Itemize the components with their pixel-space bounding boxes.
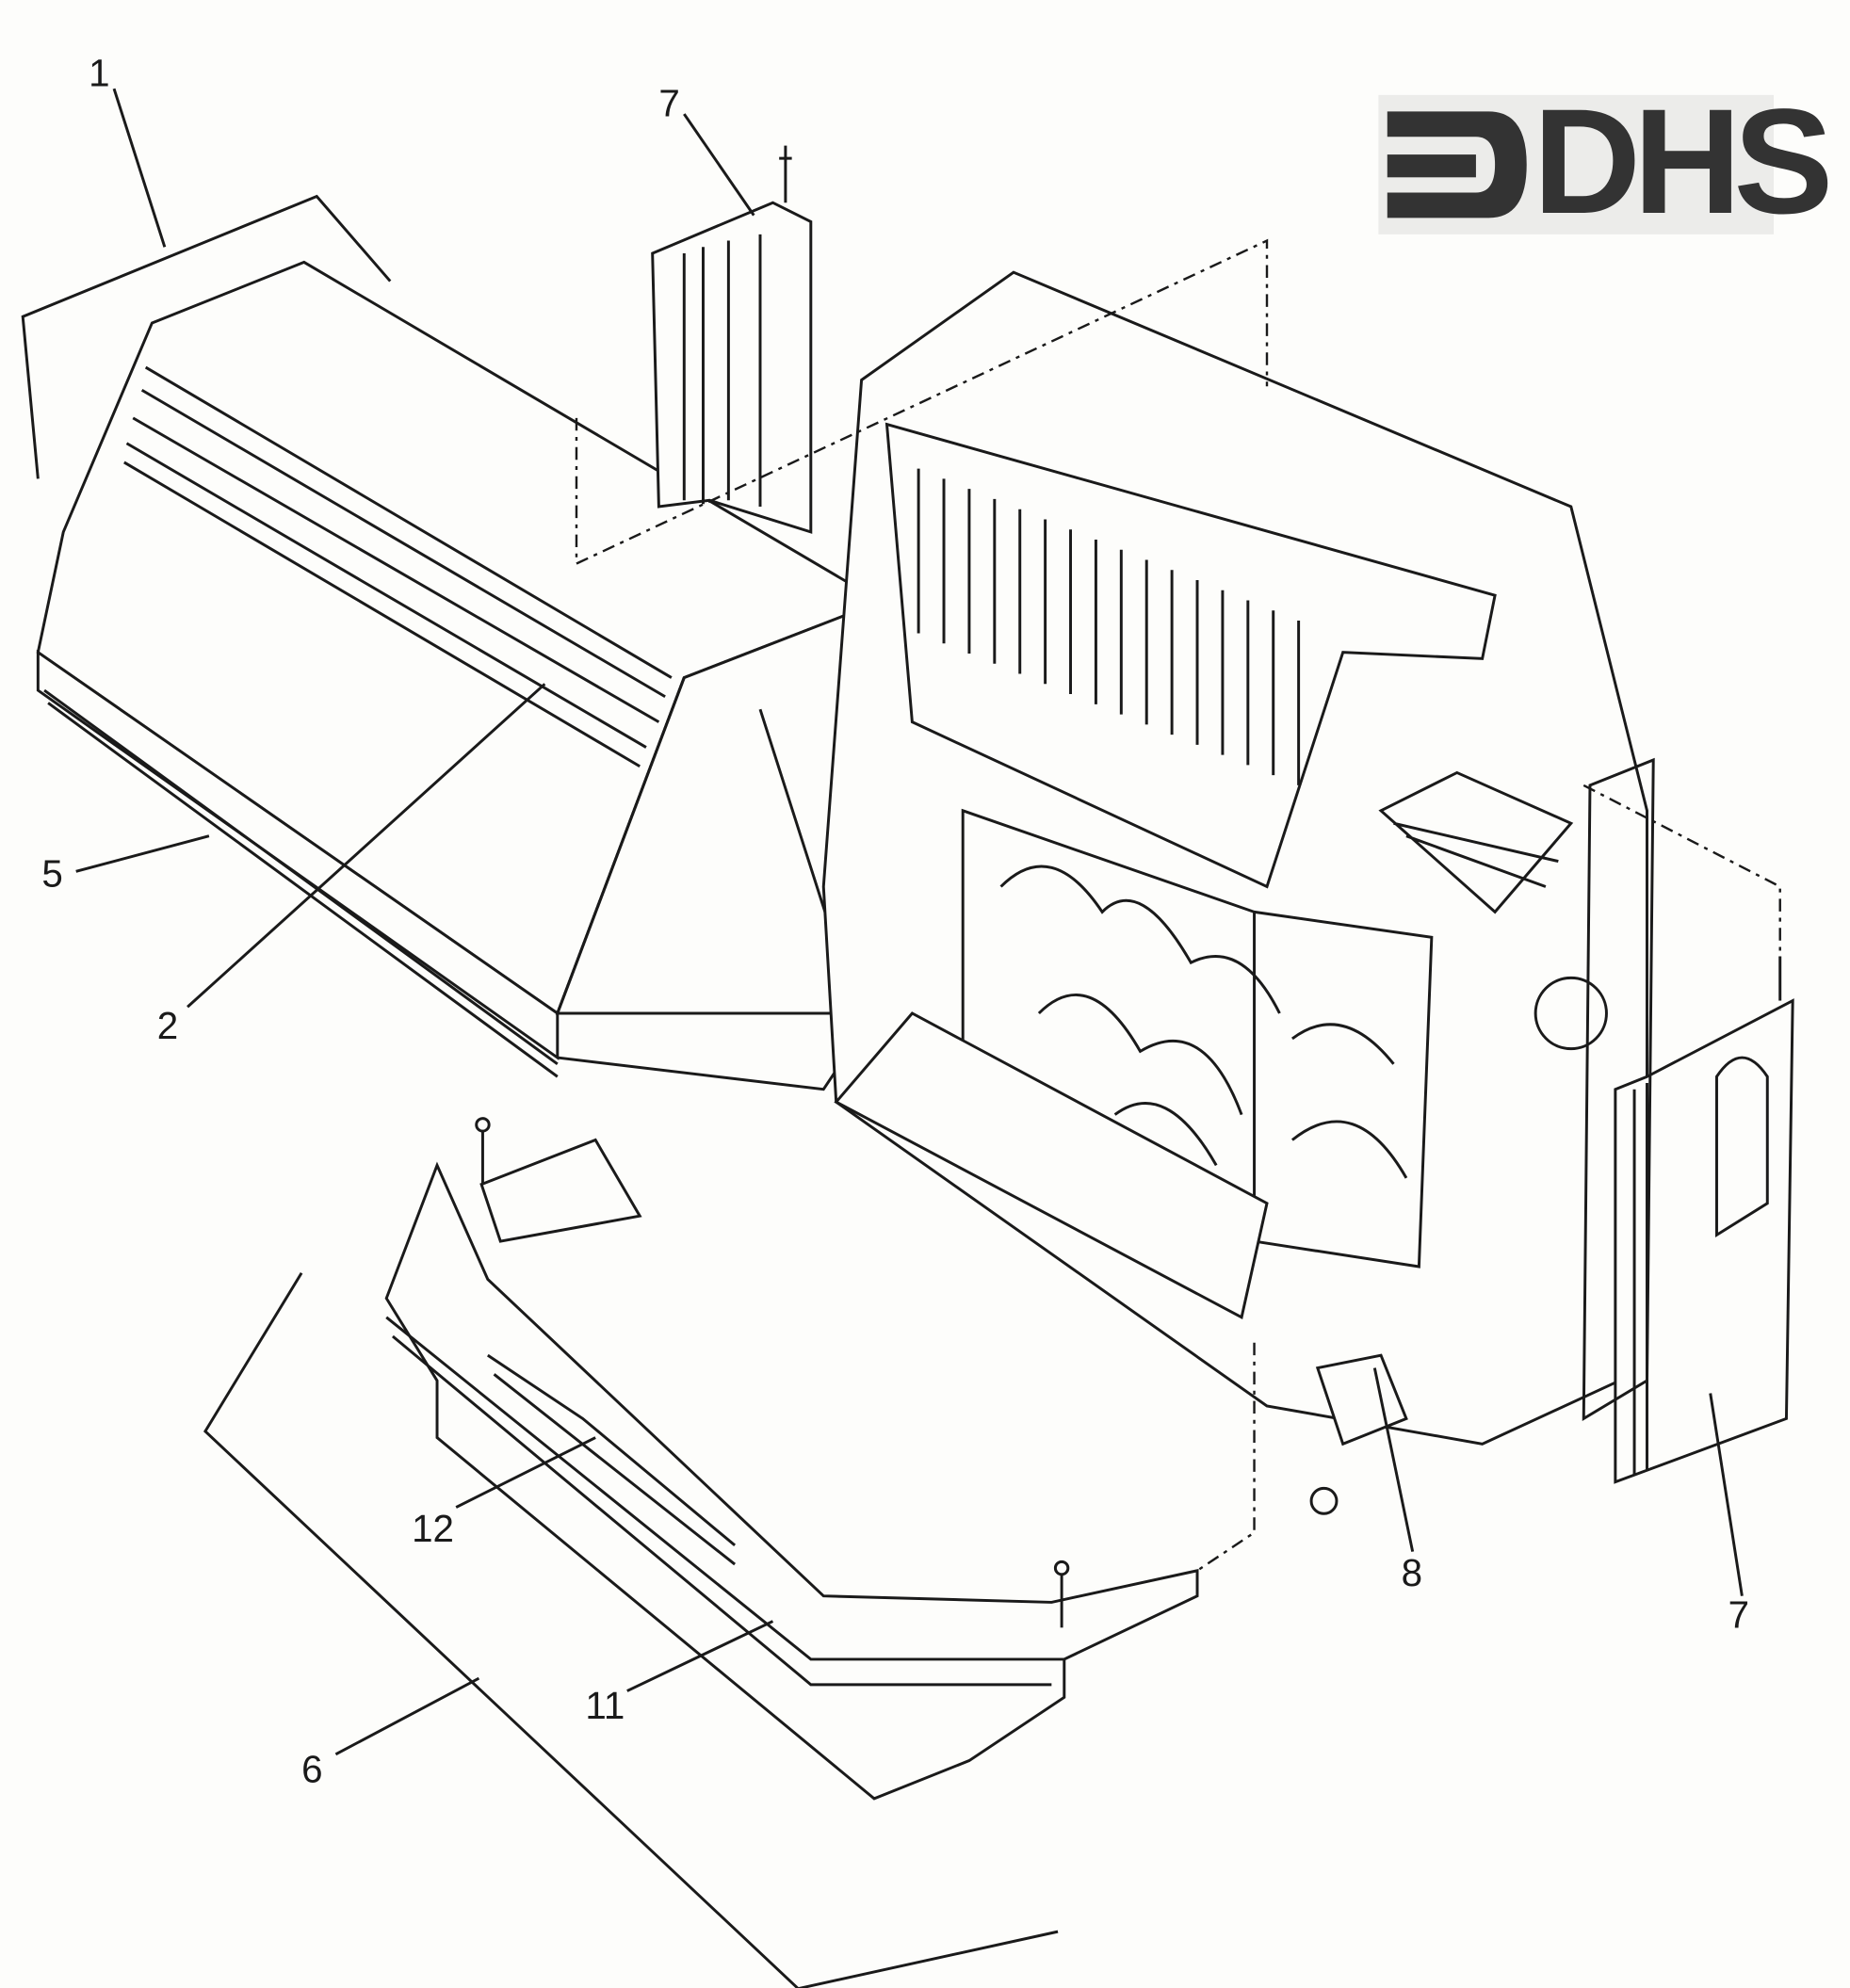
fire-body — [821, 270, 1648, 1515]
leader-7-right — [1709, 1393, 1744, 1596]
heat-exchanger-fins — [917, 468, 1301, 785]
leader-6 — [334, 1676, 480, 1756]
part-label-2: 2 — [157, 1004, 178, 1047]
guide-line-bottom — [1196, 1342, 1256, 1572]
dhs-logo: DHS — [1378, 77, 1836, 245]
leader-5 — [75, 834, 210, 873]
leader-1 — [112, 88, 167, 248]
guide-line-right — [1582, 784, 1781, 957]
part-label-12: 12 — [412, 1507, 454, 1550]
bracket-6 — [203, 1271, 1059, 1988]
leader-11 — [626, 1620, 774, 1692]
part-label-6: 6 — [301, 1747, 322, 1790]
part-label-11: 11 — [585, 1684, 625, 1727]
part-label-1: 1 — [89, 51, 109, 94]
side-panel-left — [651, 145, 813, 534]
part-label-7-top: 7 — [658, 82, 679, 125]
leader-12 — [455, 1436, 596, 1509]
leader-8 — [1372, 1367, 1415, 1552]
bracket-1 — [21, 194, 392, 479]
part-label-7-right: 7 — [1728, 1592, 1749, 1636]
guide-line-top — [575, 238, 1269, 566]
logo-text: DHS — [1533, 77, 1827, 245]
front-tray — [384, 1117, 1199, 1801]
side-panel-right — [1582, 757, 1794, 1484]
leader-2 — [187, 683, 546, 1009]
leader-7-top — [683, 113, 755, 217]
part-label-8: 8 — [1402, 1551, 1422, 1594]
part-label-5: 5 — [41, 851, 62, 895]
